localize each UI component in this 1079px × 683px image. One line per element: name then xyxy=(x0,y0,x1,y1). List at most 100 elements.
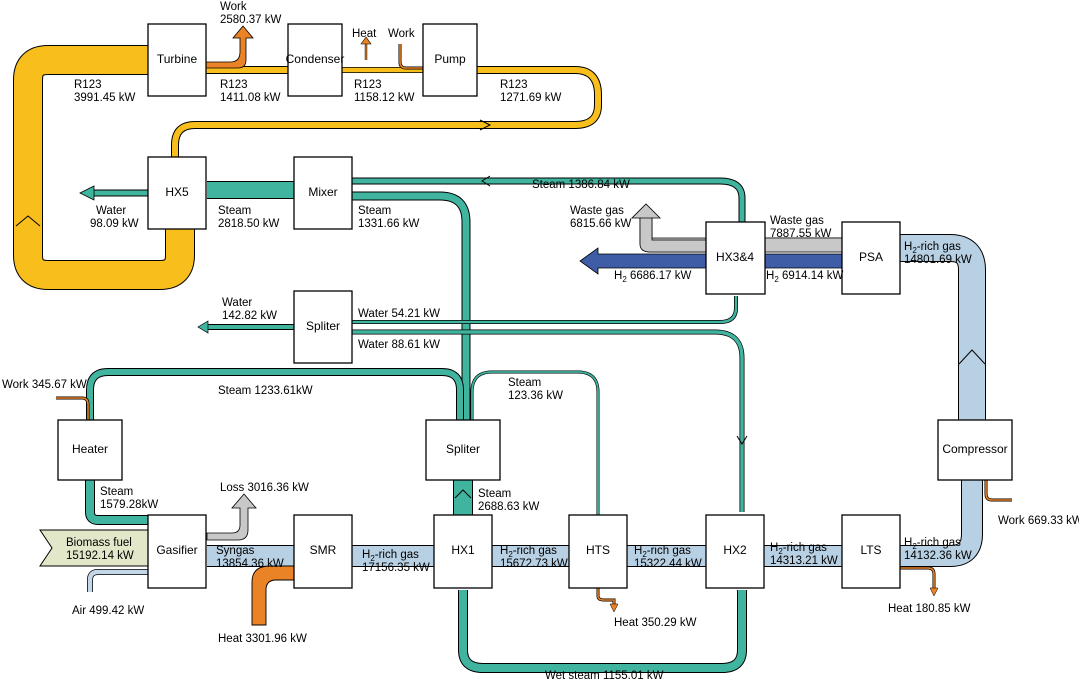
svg-text:SMR: SMR xyxy=(310,543,337,557)
svg-text:Compressor: Compressor xyxy=(942,442,1007,456)
biomass-fuel-input xyxy=(39,529,149,567)
psa-box: PSA xyxy=(841,221,901,295)
label-work-pump: Work xyxy=(388,28,415,40)
label-work-compressor: Work 669.33 kW xyxy=(998,515,1079,527)
label-water-54: Water 54.21 kW xyxy=(358,308,440,320)
label-steam-2688: Steam xyxy=(478,488,511,500)
label-steam-123: Steam xyxy=(508,377,541,389)
heater-box: Heater xyxy=(57,419,123,481)
spliter-steam-box: Spliter xyxy=(425,419,501,481)
label-steam-hx5: Steam xyxy=(218,205,251,217)
label-h2rich-psa-value: 14801.69 kW xyxy=(904,254,972,266)
label-gas-1-value: 17156.35 kW xyxy=(362,562,430,574)
label-h2-in: H2 6914.14 kW xyxy=(766,270,843,284)
components: Turbine Condenser Pump HX5 Mixer HX3&4 P… xyxy=(57,23,1013,589)
r123-arrow-chevron xyxy=(479,119,492,131)
label-water-hx5: Water xyxy=(96,205,126,217)
label-gas-3-value: 15322.44 kW xyxy=(634,558,702,570)
svg-text:Turbine: Turbine xyxy=(157,52,198,66)
label-work-heater: Work 345.67 kW xyxy=(2,379,87,391)
spliter-water-box: Spliter xyxy=(293,290,353,364)
smr-box: SMR xyxy=(293,514,353,589)
label-gas-5: H2-rich gas xyxy=(904,537,961,551)
label-gas-2-value: 15672.73 kW xyxy=(500,558,568,570)
loss-arrow xyxy=(206,493,257,541)
r123-big-loop-fill xyxy=(14,46,194,289)
label-r123-b: R123 xyxy=(220,79,248,91)
air-input xyxy=(87,569,148,592)
r123-up-chevron xyxy=(15,215,41,227)
svg-text:LTS: LTS xyxy=(860,543,881,557)
label-heat-lts: Heat 180.85 kW xyxy=(888,603,971,615)
heater-work-arrow xyxy=(56,396,90,420)
label-steam-123-value: 123.36 kW xyxy=(508,390,563,402)
svg-text:Pump: Pump xyxy=(434,52,466,66)
svg-text:HX1: HX1 xyxy=(451,543,475,557)
label-waste-b: Waste gas xyxy=(770,215,824,227)
hx1-box: HX1 xyxy=(433,514,493,589)
svg-text:Mixer: Mixer xyxy=(308,185,337,199)
label-gas-5-value: 14132.36 kW xyxy=(904,550,972,562)
svg-text:HX2: HX2 xyxy=(723,543,747,557)
label-syngas-value: 13854.36 kW xyxy=(216,558,284,570)
svg-text:PSA: PSA xyxy=(859,250,883,264)
lts-heat-arrow xyxy=(900,566,939,597)
label-steam-mixer: Steam xyxy=(358,205,391,217)
label-steam-return: Steam 1386.84 kW xyxy=(532,179,630,191)
label-work-turbine: Work xyxy=(220,1,247,13)
label-biomass: Biomass fuel xyxy=(66,537,132,549)
wet-steam xyxy=(458,590,747,673)
svg-text:Heater: Heater xyxy=(72,442,108,456)
svg-text:HX5: HX5 xyxy=(165,185,189,199)
label-waste-b-value: 7887.55 kW xyxy=(770,228,832,240)
gasifier-box: Gasifier xyxy=(147,514,207,589)
label-biomass-value: 15192.14 kW xyxy=(66,550,134,562)
label-gas-1: H2-rich gas xyxy=(362,549,419,563)
r123-loop xyxy=(13,45,602,290)
label-h2rich-psa: H2-rich gas xyxy=(904,241,961,255)
label-waste-a-value: 6815.66 kW xyxy=(570,218,632,230)
label-gas-4: H2-rich gas xyxy=(770,542,827,556)
label-work-turbine-value: 2580.37 kW xyxy=(220,14,282,26)
water-88 xyxy=(352,329,745,512)
label-water-split-value: 142.82 kW xyxy=(222,310,277,322)
label-water-hx5-value: 98.09 kW xyxy=(90,218,139,230)
turbine-work-arrow xyxy=(204,25,254,69)
compressor-work-arrow xyxy=(984,480,1012,502)
smr-heat-arrow xyxy=(251,565,295,626)
pump-box: Pump xyxy=(422,23,478,97)
label-syngas: Syngas xyxy=(216,545,255,557)
hx2-box: HX2 xyxy=(705,514,765,589)
svg-text:HTS: HTS xyxy=(586,543,610,557)
label-wet-steam: Wet steam 1155.01 kW xyxy=(545,670,664,682)
label-steam-1579-value: 1579.28kW xyxy=(100,499,158,511)
label-r123-a-value: 3991.45 kW xyxy=(74,92,136,104)
label-air: Air 499.42 kW xyxy=(72,605,144,617)
condenser-heat-arrow xyxy=(360,36,372,60)
label-steam-1233: Steam 1233.61kW xyxy=(218,385,313,397)
label-r123-b-value: 1411.08 kW xyxy=(220,92,281,104)
hx34-box: HX3&4 xyxy=(705,221,766,295)
turbine-box: Turbine xyxy=(147,23,207,97)
svg-text:Spliter: Spliter xyxy=(446,442,480,456)
label-r123-c: R123 xyxy=(354,79,382,91)
label-heat-condenser: Heat xyxy=(352,28,377,40)
mixer-box: Mixer xyxy=(293,156,353,230)
hts-heat-arrow xyxy=(596,588,619,613)
condenser-box: Condenser xyxy=(286,23,344,97)
hx5-box: HX5 xyxy=(147,156,207,230)
label-water-88: Water 88.61 kW xyxy=(358,339,440,351)
label-r123-d-value: 1271.69 kW xyxy=(500,92,562,104)
svg-text:HX3&4: HX3&4 xyxy=(716,250,754,264)
label-steam-1579: Steam xyxy=(100,486,133,498)
label-loss: Loss 3016.36 kW xyxy=(220,482,309,494)
h2-product-flow xyxy=(579,247,843,275)
label-waste-a: Waste gas xyxy=(570,205,624,217)
label-gas-4-value: 14313.21 kW xyxy=(770,555,838,567)
steam-network xyxy=(79,175,748,673)
label-r123-a: R123 xyxy=(74,79,102,91)
svg-text:Spliter: Spliter xyxy=(306,319,340,333)
label-heat-smr: Heat 3301.96 kW xyxy=(218,633,307,645)
